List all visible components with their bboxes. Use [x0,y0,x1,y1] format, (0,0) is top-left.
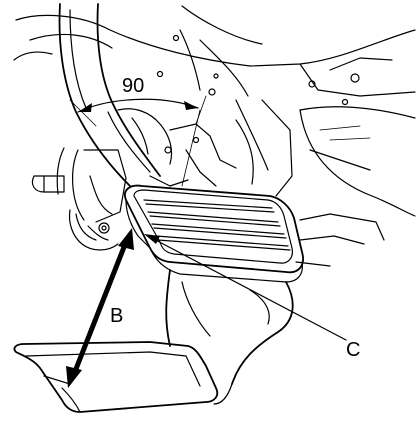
arrowhead-bottom [66,366,82,388]
distance-label: B [110,305,123,327]
arrowhead-top [118,228,134,250]
pad-label: C [346,339,360,361]
arrowhead-right [184,101,198,110]
distance-b-dimension: B [66,228,134,388]
left-components [31,147,127,251]
arrowhead-left [78,103,92,112]
pad-leader: C [144,234,360,361]
pedal-pad [124,184,304,283]
pedal-bracket [117,99,293,197]
heel-support [165,213,385,405]
dash-structure [13,5,416,217]
angle-dimension: 90 [69,75,207,187]
angle-label: 90 [122,75,144,97]
leader-arrowhead [144,234,160,244]
floor-plate [13,341,219,413]
